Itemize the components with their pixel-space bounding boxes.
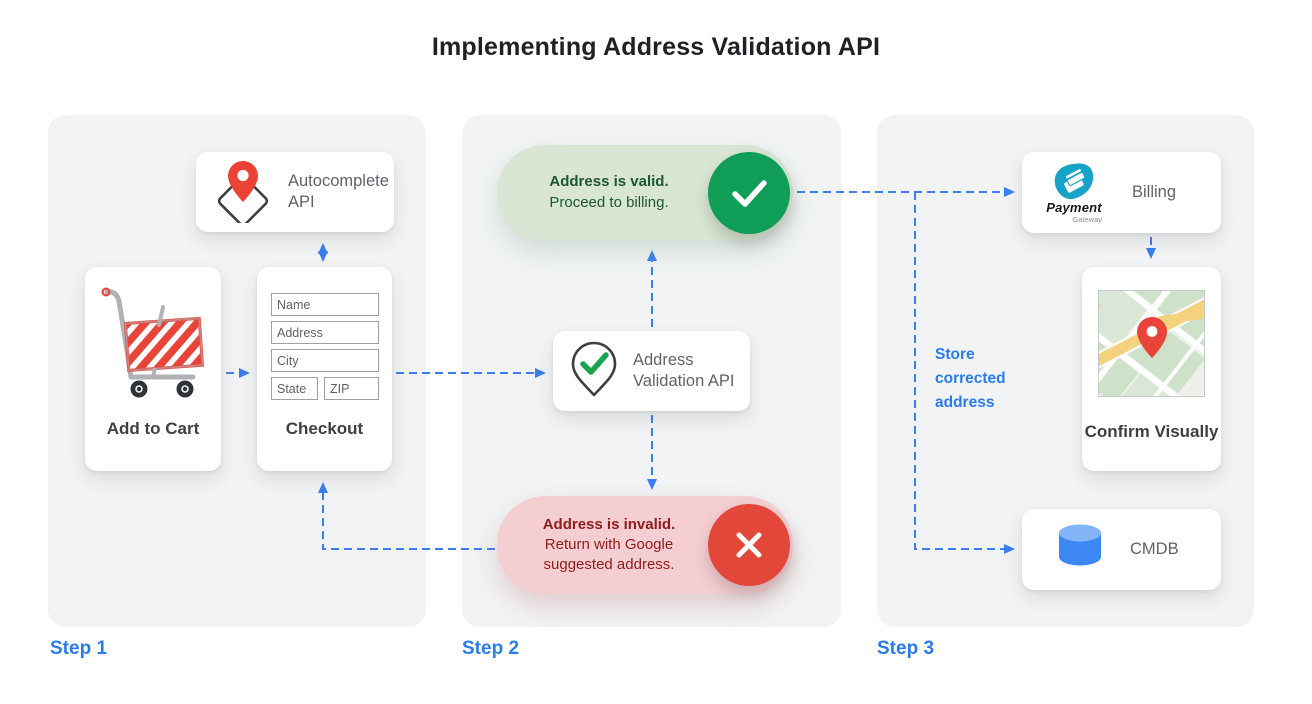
invalid-x-icon [708, 504, 790, 586]
address-valid-title: Address is valid. [549, 173, 669, 191]
checkout-card: Name Address City State ZIP Checkout [257, 267, 392, 471]
step-3-label: Step 3 [877, 638, 935, 659]
address-invalid-subtitle: Return with Google suggested address. [543, 535, 675, 574]
city-field: City [271, 349, 379, 372]
billing-label: Billing [1132, 183, 1177, 202]
store-corrected-address-note: Store corrected address [935, 346, 1006, 412]
address-validation-api-card: Address Validation API [553, 331, 750, 411]
step-2-label: Step 2 [462, 638, 520, 659]
address-field: Address [271, 321, 379, 344]
address-invalid-title: Address is invalid. [542, 515, 676, 533]
page-title: Implementing Address Validation API [431, 33, 881, 61]
validation-pin-icon [569, 340, 619, 403]
valid-check-icon [708, 151, 790, 234]
address-valid-pill: Address is valid. Proceed to billing. [497, 145, 793, 240]
zip-field: ZIP [324, 377, 379, 400]
validation-api-label: Address Validation API [633, 351, 735, 390]
name-field: Name [271, 293, 379, 316]
cmdb-label: CMDB [1130, 540, 1179, 559]
state-field: State [271, 377, 318, 400]
address-valid-subtitle: Proceed to billing. [549, 193, 669, 211]
shopping-cart-icon [101, 287, 205, 398]
address-valid-text: Address is valid. Proceed to billing. [515, 145, 703, 240]
autocomplete-pin-icon [212, 157, 274, 228]
confirm-visually-label: Confirm Visually [1084, 422, 1219, 441]
payment-gateway-logo: Payment Gateway [1038, 162, 1110, 224]
map-thumbnail [1098, 290, 1205, 397]
gateway-logo-subtext: Gateway [1072, 214, 1102, 224]
database-icon [1056, 522, 1104, 577]
billing-card: Payment Gateway Billing [1022, 152, 1221, 233]
payment-logo-wordmark: Payment [1046, 199, 1102, 215]
autocomplete-api-card: Autocomplete API [196, 152, 394, 232]
address-invalid-text: Address is invalid. Return with Google s… [515, 496, 703, 594]
cmdb-card: CMDB [1022, 509, 1221, 590]
confirm-visually-card: Confirm Visually [1082, 267, 1221, 471]
checkout-label: Checkout [285, 419, 364, 438]
address-invalid-pill: Address is invalid. Return with Google s… [497, 496, 793, 594]
add-to-cart-label: Add to Cart [106, 419, 200, 438]
add-to-cart-card: Add to Cart [85, 267, 221, 471]
autocomplete-api-label: Autocomplete API [288, 172, 389, 211]
step-1-label: Step 1 [50, 638, 108, 659]
